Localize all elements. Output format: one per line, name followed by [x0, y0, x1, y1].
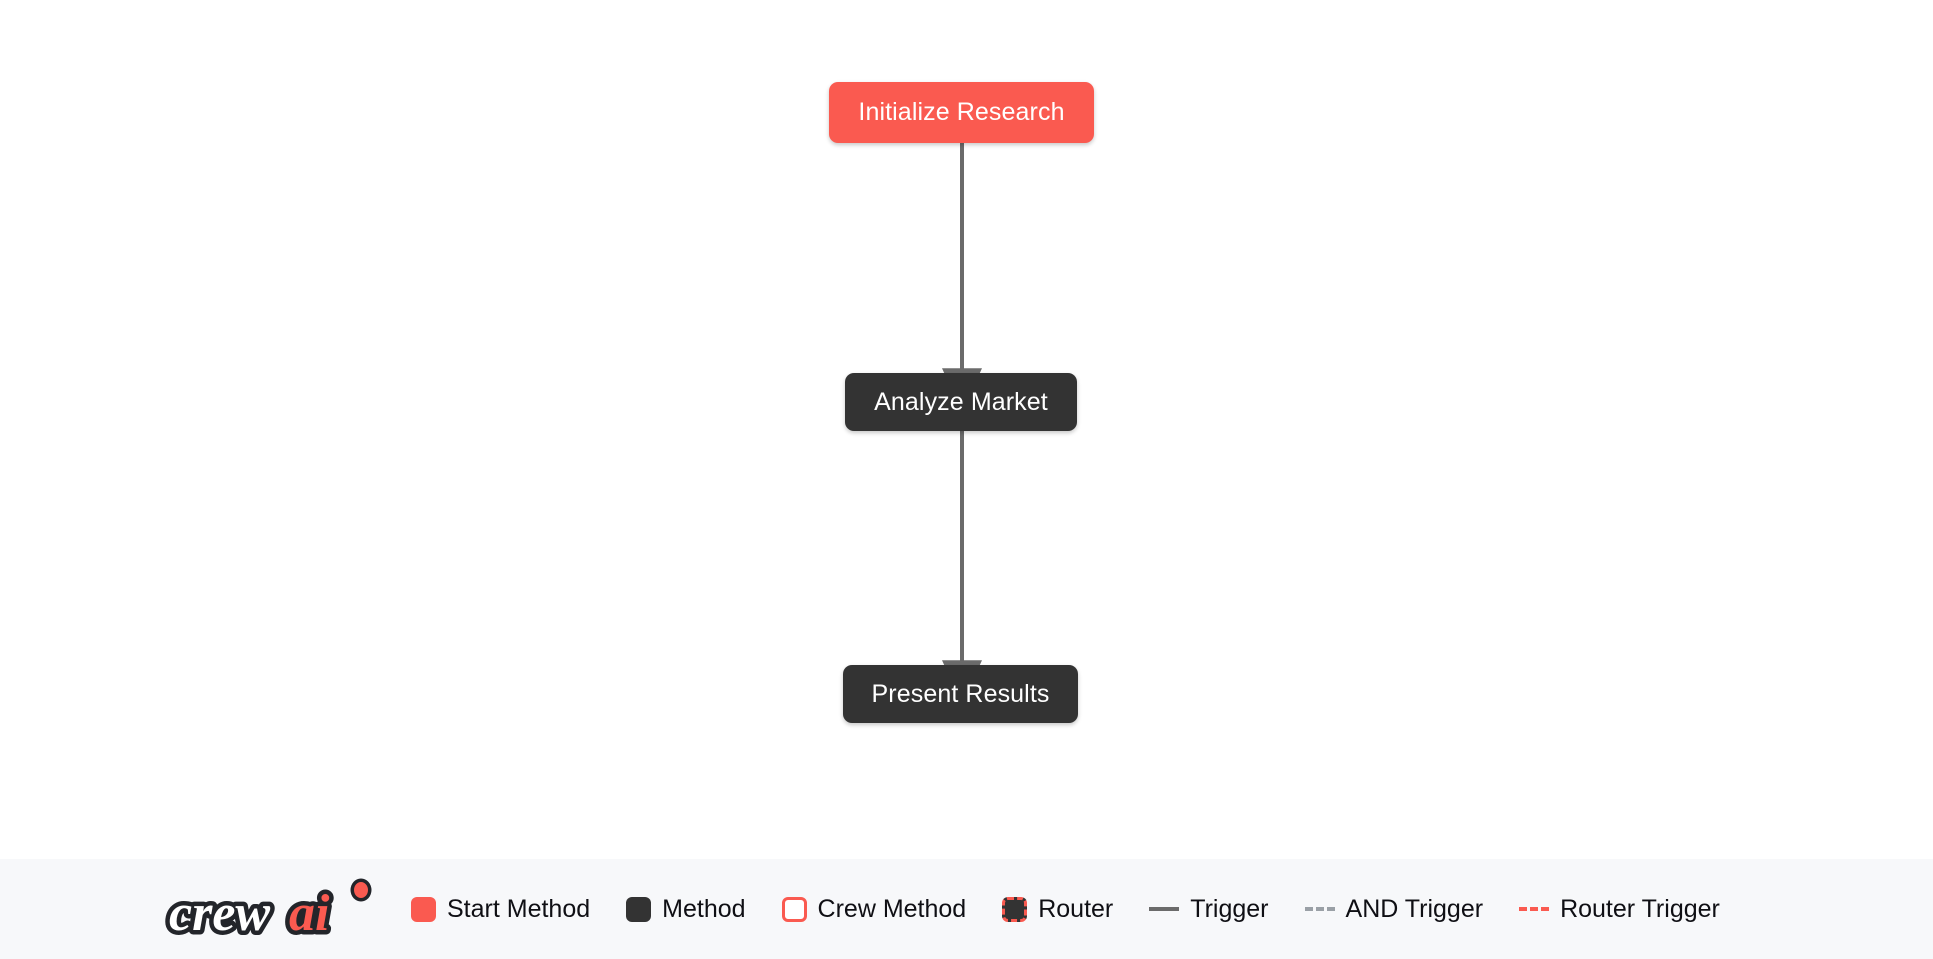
start-method-swatch-icon: [411, 896, 436, 922]
router-trigger-line-icon: [1519, 907, 1550, 911]
legend-item-label: Method: [662, 894, 746, 923]
trigger-line-icon: [1149, 907, 1180, 911]
legend-item-label: Trigger: [1190, 894, 1269, 923]
flow-node-label: Initialize Research: [858, 98, 1065, 126]
legend-item-label: Start Method: [447, 894, 591, 923]
and-trigger-line-icon: [1304, 907, 1335, 911]
legend-item-label: AND Trigger: [1345, 894, 1484, 923]
flow-node-analyze-market[interactable]: Analyze Market: [845, 373, 1077, 431]
flow-node-label: Analyze Market: [874, 387, 1048, 416]
crewai-logo-text-primary-fill: crew: [169, 885, 270, 940]
legend-item-label: Crew Method: [817, 894, 967, 923]
legend-item-trigger: Trigger: [1149, 894, 1269, 924]
flow-node-initialize-research[interactable]: Initialize Research: [829, 82, 1094, 143]
legend-item-label: Router Trigger: [1560, 894, 1720, 923]
legend-item-and-trigger: AND Trigger: [1304, 894, 1484, 924]
crew-method-swatch-icon: [781, 896, 807, 922]
crewai-logo-text-primary: crew: [169, 885, 270, 940]
method-swatch-icon: [626, 896, 652, 922]
legend-bar: crew crew ai ai Start Method Method Crew…: [0, 859, 1933, 959]
flow-node-present-results[interactable]: Present Results: [843, 665, 1078, 723]
crewai-logo-text-accent-fill: ai: [289, 885, 330, 940]
router-swatch-icon: [1002, 896, 1028, 922]
legend-item-start-method: Start Method: [411, 895, 590, 924]
legend-item-router: Router: [1002, 895, 1113, 924]
legend-item-crew-method: Crew Method: [781, 894, 967, 924]
flow-canvas[interactable]: Initialize Research Analyze Market Prese…: [0, 0, 1933, 859]
crewai-logo: crew crew ai ai: [165, 878, 372, 940]
legend-item-label: Router: [1038, 894, 1114, 923]
legend-item-method: Method: [626, 894, 746, 924]
legend-item-router-trigger: Router Trigger: [1519, 895, 1720, 924]
flow-node-label: Present Results: [871, 679, 1050, 708]
crewai-logo-text-accent: ai: [289, 885, 330, 940]
